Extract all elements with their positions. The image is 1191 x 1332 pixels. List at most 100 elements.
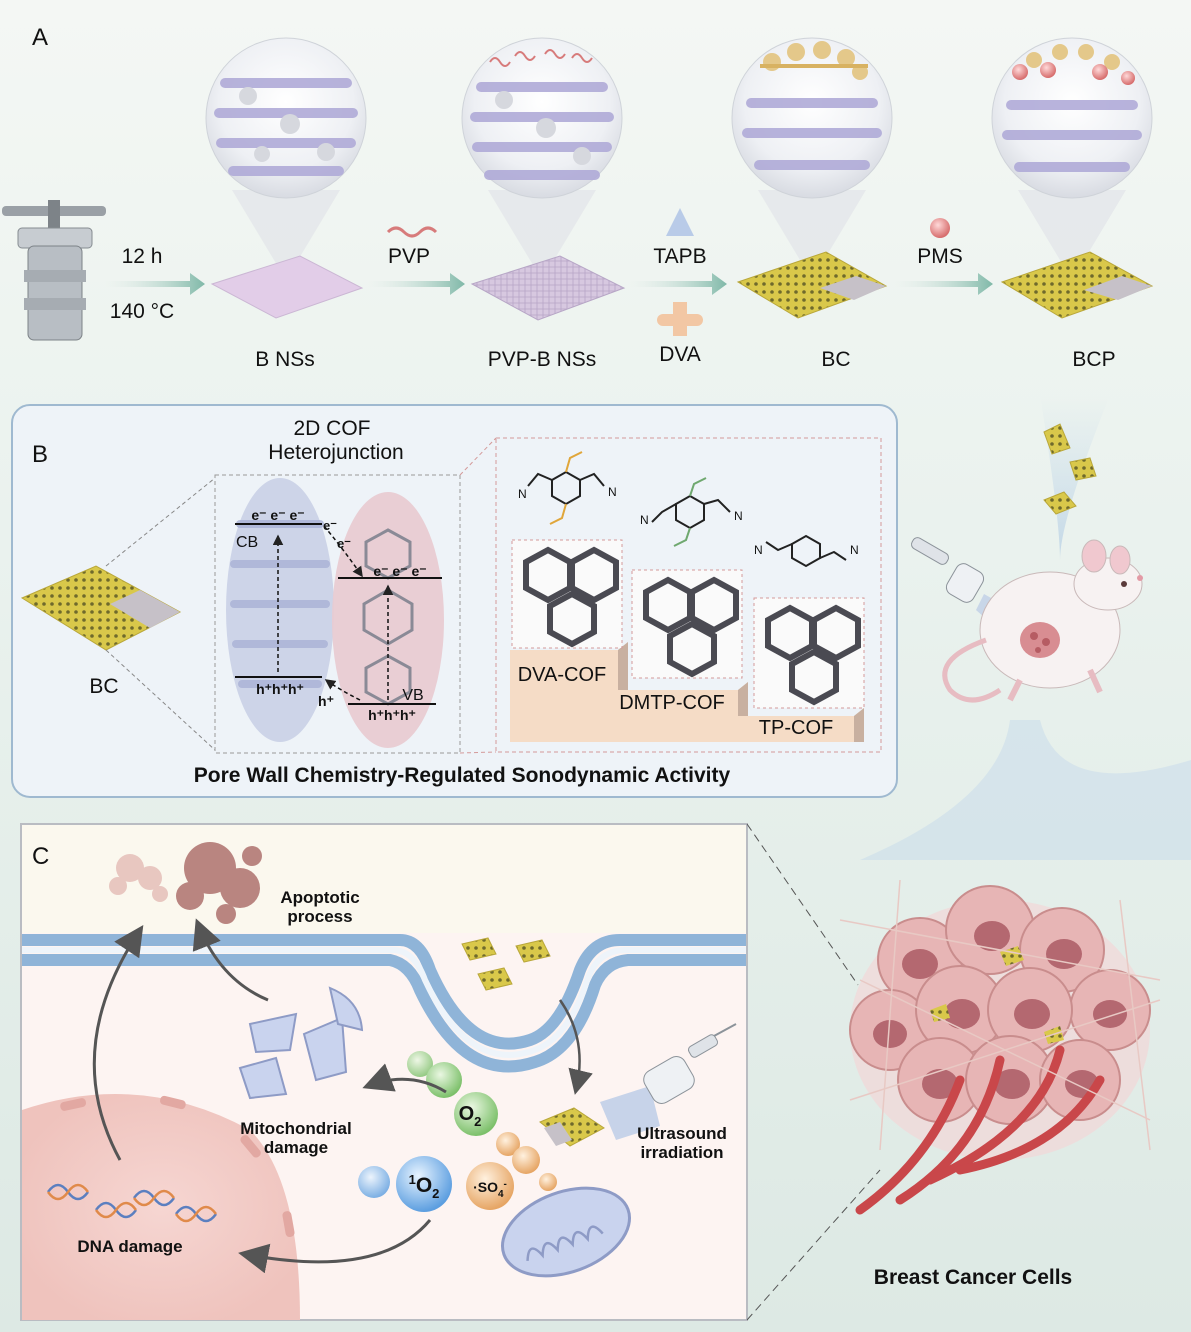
- product-bnss: B NSs: [255, 348, 315, 371]
- reagent-tapb: TAPB: [653, 245, 706, 268]
- dva-molecule: [527, 451, 605, 525]
- arrow-3: [630, 273, 727, 295]
- cell-membrane-inner: [22, 954, 746, 1073]
- sulfate-radical-text: ·SO4-: [473, 1179, 507, 1200]
- cell-membrane-outer: [22, 934, 746, 1050]
- sulfate-radical-sphere: [466, 1162, 514, 1210]
- nuclear-pores: [60, 1095, 295, 1238]
- electrons-right: e⁻ e⁻ e⁻: [373, 563, 426, 579]
- panel-a: A 12 h 140 °C PVP TAPB DVA PMS: [2, 24, 1154, 371]
- tapb-triangle-icon: [666, 208, 694, 236]
- ultrasound-line1: Ultrasound: [637, 1124, 727, 1143]
- arrow-1: [105, 273, 205, 295]
- ros-spheres: [358, 1051, 557, 1212]
- mitochondrion-icon: [500, 1186, 632, 1278]
- mitochondria-fragments-icon: [238, 986, 364, 1100]
- product-pvp-bnss: PVP-B NSs: [488, 348, 597, 371]
- cof-pore-dmtp: [631, 569, 743, 679]
- electrons-left: e⁻ e⁻ e⁻: [251, 507, 304, 523]
- reagent-pms: PMS: [917, 245, 963, 268]
- dmtp-molecule: [651, 477, 731, 547]
- vb-label: VB: [402, 687, 423, 704]
- panel-b-caption: Pore Wall Chemistry-Regulated Sonodynami…: [194, 764, 731, 787]
- electron-transfer-arrow: [323, 525, 363, 578]
- tumor-cluster: [839, 879, 1161, 1215]
- n-label-4: N: [734, 509, 743, 523]
- arrow-to-dna: [238, 1219, 432, 1274]
- panel-c-zoom-line-top: [746, 823, 859, 986]
- step-time: 12 h: [122, 245, 163, 268]
- cof-series-box: [495, 437, 882, 753]
- o2-text: O2: [459, 1103, 482, 1129]
- arrow-dna-to-apoptosis: [92, 925, 144, 1161]
- product-bc: BC: [821, 348, 850, 371]
- zoom-sphere-pvp-bnss: [461, 37, 623, 280]
- cof-title-line2: Heterojunction: [268, 441, 403, 464]
- nucleus: [22, 1094, 300, 1320]
- zoom-sphere-bc: [731, 37, 893, 280]
- bc-label: BC: [89, 675, 118, 698]
- singlet-oxygen-text: 1O2: [409, 1172, 440, 1201]
- autoclave-icon: [2, 200, 106, 341]
- zoom-line-top: [105, 477, 216, 567]
- falling-sheets: [1043, 423, 1097, 515]
- pms-sphere-icon: [930, 218, 950, 238]
- cof-pore-dva: [511, 539, 623, 649]
- ultrasound-probe-icon: [600, 1023, 737, 1140]
- panel-b-label: B: [32, 441, 48, 468]
- dva-shape-icon: [657, 302, 703, 336]
- sheet-bcp: [1000, 251, 1154, 319]
- cof-pore-tp: [753, 597, 865, 709]
- cof-zoom-line-bottom: [459, 751, 497, 754]
- electron-single-2: e⁻: [337, 536, 351, 551]
- n-label-2: N: [608, 485, 617, 499]
- mouse-icon: [942, 539, 1143, 703]
- apoptotic-debris-icon: [109, 842, 262, 924]
- reagent-dva: DVA: [659, 343, 701, 366]
- cof-tp-label: TP-COF: [759, 717, 833, 739]
- sheet-pvp-bnss: [470, 255, 626, 321]
- pvp-chain-icon: [386, 226, 438, 238]
- cof-steps: [510, 642, 864, 742]
- arrow-4: [895, 273, 993, 295]
- arrow-to-mito: [362, 1063, 447, 1094]
- sheet-bnss: [210, 255, 364, 319]
- o2-sphere: [454, 1092, 498, 1136]
- step-temperature: 140 °C: [110, 300, 174, 323]
- hole-transfer-arrow: [324, 679, 361, 701]
- heterojunction-box: [214, 474, 461, 754]
- cof-dmtp-label: DMTP-COF: [619, 692, 725, 714]
- arrow-2: [368, 273, 465, 295]
- reagent-pvp: PVP: [388, 245, 430, 268]
- zoom-line-bottom: [105, 649, 216, 751]
- panel-c: C Apoptotic process: [20, 823, 881, 1321]
- tp-molecule: [765, 534, 847, 568]
- dna-damage-label: DNA damage: [77, 1237, 182, 1256]
- ultrasound-line2: irradiation: [640, 1143, 723, 1162]
- zoom-sphere-bcp: [991, 37, 1153, 280]
- sheet-bc: [736, 251, 888, 319]
- cof-dva-label: DVA-COF: [518, 664, 607, 686]
- apoptotic-line1: Apoptotic: [280, 888, 359, 907]
- mito-damage-line1: Mitochondrial: [240, 1119, 351, 1138]
- bc-sheet: [20, 565, 182, 651]
- n-label-5: N: [754, 543, 763, 557]
- n-label-3: N: [640, 513, 649, 527]
- beam-bottom: [860, 720, 1191, 860]
- cof-zoom-line-top: [459, 437, 497, 476]
- sheet-near-probe: [539, 1107, 605, 1147]
- uptake-arrow: [558, 999, 593, 1095]
- n-label-6: N: [850, 543, 859, 557]
- breast-cancer-label: Breast Cancer Cells: [874, 1266, 1072, 1289]
- panel-a-label: A: [32, 24, 48, 51]
- singlet-oxygen-sphere: [396, 1156, 452, 1212]
- panel-c-zoom-line-bottom: [746, 1169, 881, 1321]
- right-column: Breast Cancer Cells: [839, 395, 1191, 1289]
- hole-single: h⁺: [318, 693, 334, 709]
- apoptotic-line2: process: [287, 907, 352, 926]
- panel-c-label: C: [32, 843, 49, 870]
- cof-title-line1: 2D COF: [293, 417, 370, 440]
- sheets-endocytosis: [461, 937, 551, 991]
